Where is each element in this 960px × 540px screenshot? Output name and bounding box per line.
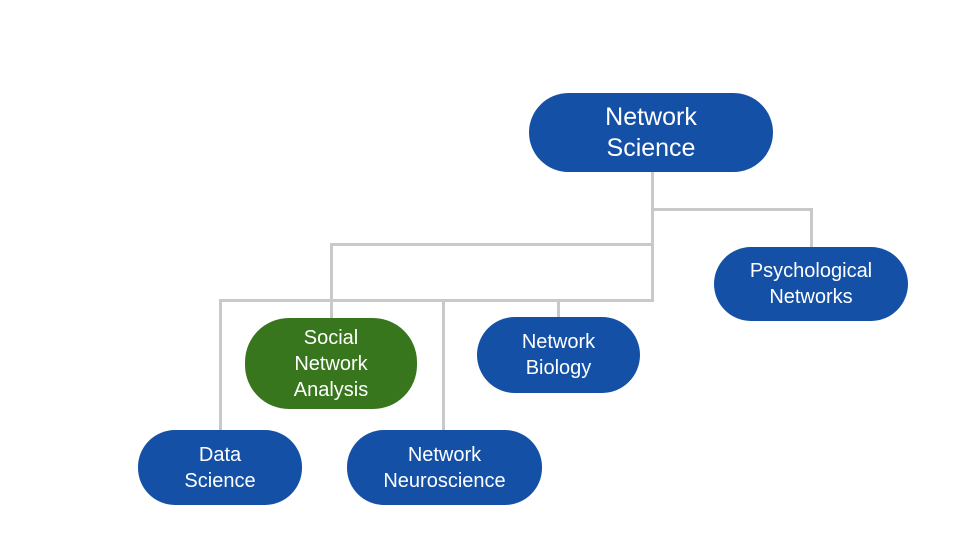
connector-line-social-network-v [330,243,333,318]
node-social-network-analysis[interactable]: Social Network Analysis [245,318,417,409]
node-network-biology[interactable]: Network Biology [477,317,640,393]
node-network-science[interactable]: Network Science [529,93,773,172]
connector-line-data-science-v [219,299,222,430]
node-network-neuroscience[interactable]: Network Neuroscience [347,430,542,505]
node-label: Network Biology [521,331,596,379]
node-label: Psychological Networks [749,260,873,308]
node-label: Social Network Analysis [293,326,369,401]
connector-line-level3-h [219,299,654,302]
connector-line-root-stem [651,172,654,302]
connector-line-level2-h [330,243,654,246]
connector-line-biology-v [557,299,560,317]
node-label: Network Science [605,102,697,162]
node-data-science[interactable]: Data Science [138,430,302,505]
node-psychological-networks[interactable]: Psychological Networks [714,247,908,321]
node-label: Data Science [184,443,256,492]
node-label: Network Neuroscience [383,443,506,492]
connector-line-psychological-h [651,208,813,211]
connector-line-neuroscience-v [442,299,445,430]
connector-line-psychological-v [810,208,813,247]
